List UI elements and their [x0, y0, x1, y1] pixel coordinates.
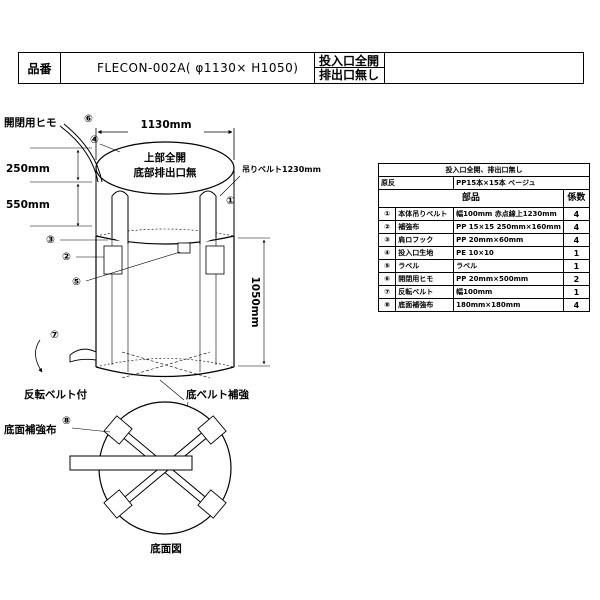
bottom-view-label: 底面図 [150, 542, 182, 555]
part-qty: 4 [562, 233, 591, 247]
part-name: 肩ロフック [395, 233, 455, 247]
part-no: ⑥ [377, 272, 397, 286]
part-no: ⑧ [377, 298, 397, 312]
inner-belt-2 [121, 351, 211, 379]
part-name: 本体吊りベルト [395, 207, 455, 221]
part-spec: PP 15×15 250mm×160mm [453, 220, 564, 234]
reverse-belt-bottom [69, 455, 193, 471]
lift-belt-leader [219, 175, 241, 197]
patch-right [205, 245, 225, 275]
parts-title: 投入口全開、排出口無し [378, 163, 590, 177]
bottom-belt-label: 底ベルト補強 [186, 388, 249, 401]
body-top-seam-back [95, 228, 235, 237]
part-qty: 2 [562, 272, 591, 286]
part-spec: PP 20mm×500mm [453, 272, 564, 286]
part-spec: 180mm×180mm [453, 298, 564, 312]
top-opening [95, 141, 235, 195]
part-name: 底面補強布 [395, 298, 455, 312]
material-value: PP15本×15本 ベージュ [453, 176, 590, 190]
reverse-arrow [35, 339, 43, 373]
patch-left [103, 245, 123, 275]
product-header: 品番 FLECON-002A( φ1130× H1050) 投入口全開 排出口無… [18, 52, 584, 84]
part-no: ① [377, 207, 397, 221]
body-bottom [95, 366, 235, 378]
reverse-belt [69, 348, 97, 363]
part-spec: PP 20mm×60mm [453, 233, 564, 247]
spec-top: 投入口全開 [315, 54, 384, 68]
bottom-belt-leader-1 [159, 379, 185, 401]
callout-5: ⑤ [72, 276, 81, 288]
part-no: ③ [377, 233, 397, 247]
part-name: 補強布 [395, 220, 455, 234]
part-qty: 1 [562, 246, 591, 260]
part-no: ⑤ [377, 259, 397, 273]
product-no-label: 品番 [19, 53, 61, 83]
lift-loop-right [199, 190, 217, 244]
callout-6: ⑥ [84, 113, 93, 125]
width-dimension: 1130mm [140, 119, 191, 131]
lift-belt-label: 吊りベルト1230mm [242, 165, 321, 174]
parts-title-row: 投入口全開、排出口無し [378, 163, 590, 177]
part-qty: 1 [562, 259, 591, 273]
model-name: FLECON-002A( φ1130× H1050) [61, 53, 315, 83]
callout-7: ⑦ [50, 329, 59, 341]
part-qty: 4 [562, 207, 591, 221]
part-name: 開閉用ヒモ [395, 272, 455, 286]
lift-loop-left [111, 190, 129, 244]
tie-label: 開閉用ヒモ [4, 117, 57, 129]
part-name: 投入口生地 [395, 246, 455, 260]
part-no: ⑦ [377, 285, 397, 299]
callout-3: ③ [46, 234, 55, 246]
leader-5 [85, 251, 181, 282]
parts-header-row: 部品 係数 [378, 189, 591, 208]
part-spec: 幅100mm [453, 285, 564, 299]
reverse-belt-label: 反転ベルト付 [24, 388, 87, 401]
part-name: 反転ベルト [395, 285, 455, 299]
material-row: 原反 PP15本×15本 ベージュ [377, 176, 590, 190]
body-bottom-back [95, 358, 235, 368]
height-dimension: 1050mm [249, 276, 261, 327]
material-label: 原反 [377, 176, 455, 190]
top-text-1: 上部全開 [144, 151, 186, 164]
spec-cell: 投入口全開 排出口無し [315, 53, 385, 83]
bag-label [177, 242, 191, 254]
part-qty: 4 [562, 298, 591, 312]
part-name: ラベル [395, 259, 455, 273]
bottom-reinforce-label: 底面補強布 [4, 423, 57, 436]
callout-8: ⑧ [62, 415, 71, 427]
leader-4 [99, 143, 121, 153]
part-spec: ラベル [453, 259, 564, 273]
tie-cord-1 [59, 125, 99, 183]
callout-2: ② [62, 251, 71, 263]
bottom-patches [103, 415, 227, 519]
callout-1: ① [226, 195, 235, 207]
part-no: ② [377, 220, 397, 234]
body-top-seam [95, 235, 235, 245]
dim-250: 250mm [6, 163, 50, 175]
part-no: ④ [377, 246, 397, 260]
part-spec: PE 10×10 [453, 246, 564, 260]
col-qty: 係数 [562, 189, 591, 208]
col-parts: 部品 [378, 189, 564, 208]
top-text-2: 底部排出口無 [134, 166, 197, 179]
part-qty: 1 [562, 285, 591, 299]
leader-8 [71, 427, 111, 433]
spec-bottom: 排出口無し [319, 68, 380, 82]
callout-4: ④ [90, 134, 99, 146]
tie-cord-2 [63, 123, 103, 183]
part-qty: 4 [562, 220, 591, 234]
part-spec: 幅100mm 赤点線上1230mm [453, 207, 564, 221]
dim-550: 550mm [6, 199, 50, 211]
